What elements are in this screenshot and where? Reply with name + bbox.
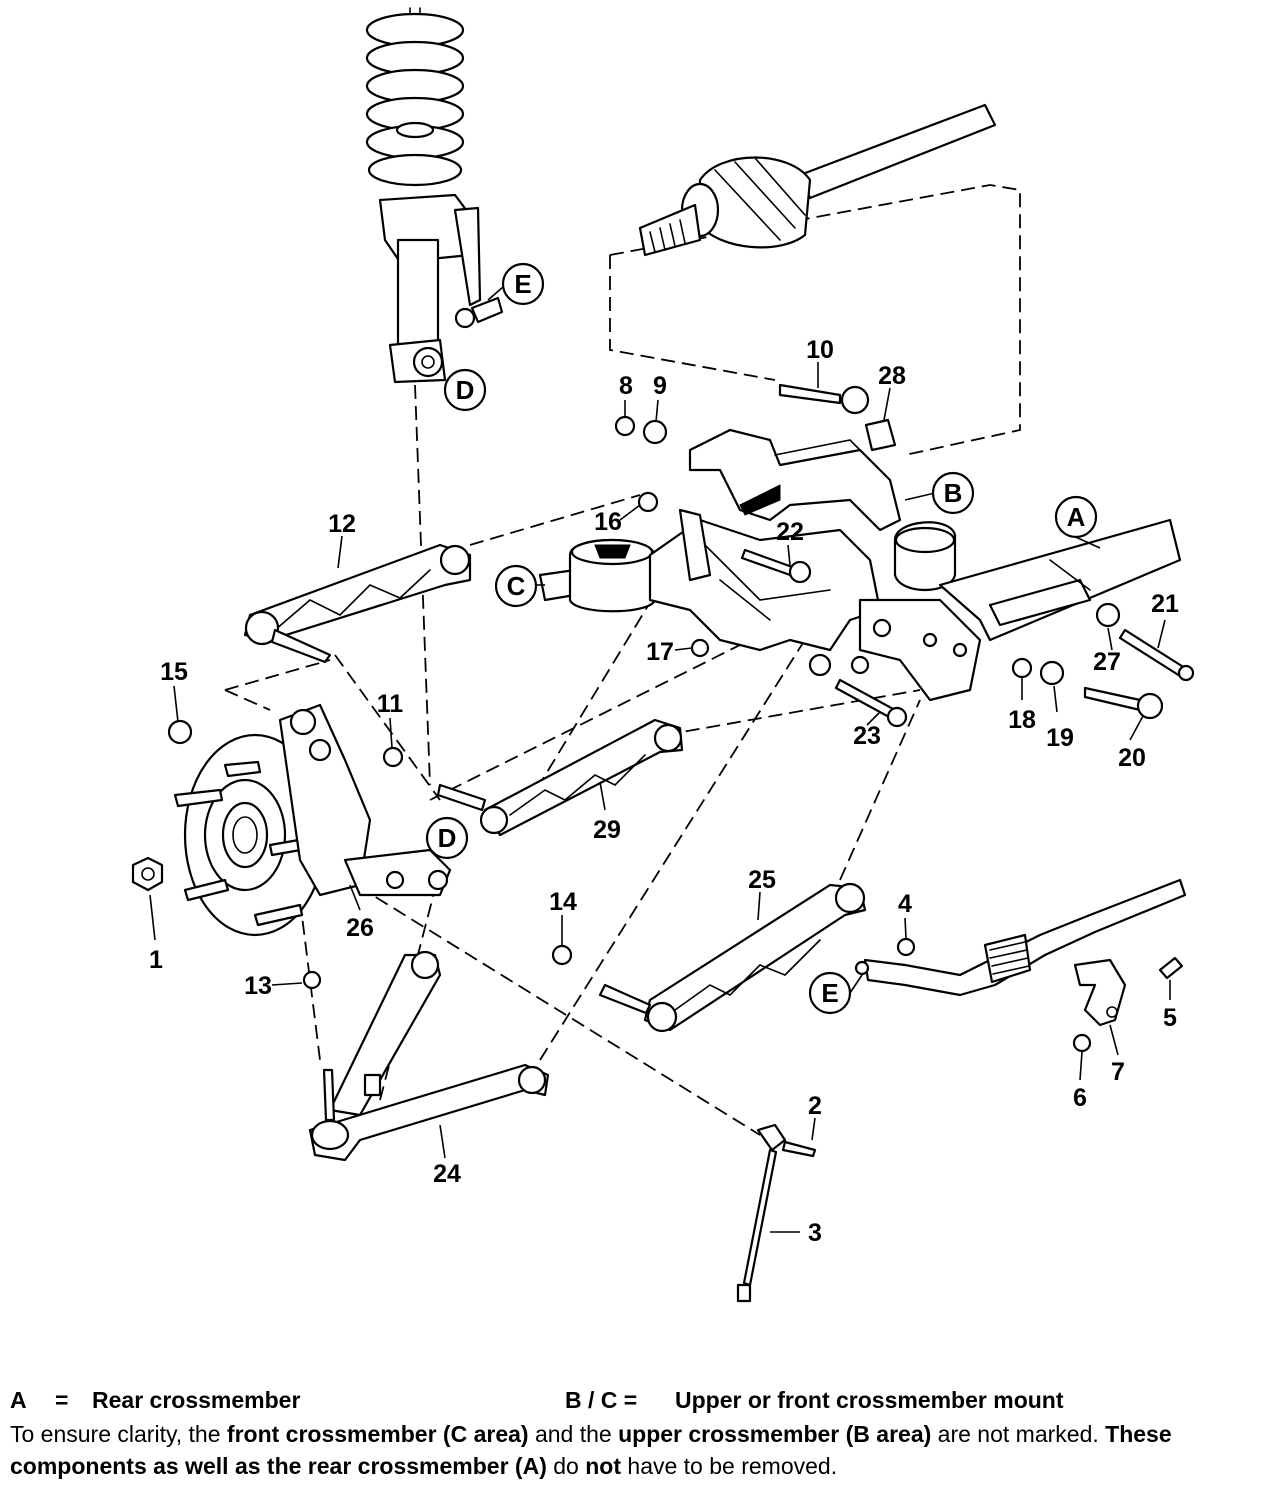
callout-12: 12 [328, 510, 356, 538]
rear-suspension-exploded-diagram: A B C D D E E 1 2 3 4 5 6 7 8 9 10 11 12… [131, 7, 1195, 1303]
legend-bc-key: B / C = [565, 1387, 638, 1413]
wheel-hub-carrier [173, 703, 452, 937]
legend-note: To ensure clarity, the front crossmember… [10, 1418, 1260, 1482]
marker-A: A [1067, 502, 1086, 532]
sensor-3 [736, 1123, 817, 1303]
control-arm-25 [598, 882, 867, 1033]
coil-spring [365, 12, 465, 187]
callout-15: 15 [160, 658, 188, 686]
letter-markers: A B C D D E E [425, 262, 1098, 1015]
note-part-3: are not marked. [931, 1421, 1106, 1447]
callout-29: 29 [593, 816, 621, 844]
callout-2: 2 [808, 1092, 822, 1120]
callout-18: 18 [1008, 706, 1036, 734]
callout-25: 25 [748, 866, 776, 894]
marker-C: C [507, 571, 526, 601]
callout-17: 17 [646, 638, 674, 666]
front-crossmember-mount [538, 538, 657, 613]
note-bold-1: front crossmember (C area) [226, 1421, 529, 1447]
note-part-1: To ensure clarity, the [10, 1421, 227, 1447]
note-part-5: have to be removed. [621, 1453, 838, 1479]
callout-24: 24 [433, 1160, 461, 1188]
callout-6: 6 [1073, 1084, 1087, 1112]
callout-10: 10 [806, 336, 834, 364]
note-bold-2: upper crossmember (B area) [618, 1421, 932, 1447]
callout-1: 1 [149, 946, 163, 974]
note-part-2: and the [528, 1421, 619, 1447]
wishbone-24 [308, 950, 550, 1162]
callout-21: 21 [1151, 590, 1179, 618]
callout-26: 26 [346, 914, 374, 942]
marker-D-mid: D [438, 823, 457, 853]
subframe [648, 508, 982, 702]
legend-a-text: Rear crossmember [92, 1387, 301, 1413]
callout-14: 14 [549, 888, 577, 916]
callout-20: 20 [1118, 744, 1146, 772]
rear-crossmember [938, 518, 1182, 642]
callout-4: 4 [898, 890, 912, 918]
spring-strut-assembly [365, 7, 504, 384]
leader-lines [149, 286, 1171, 1233]
callout-7: 7 [1111, 1058, 1125, 1086]
note-part-4: do [546, 1453, 586, 1479]
callout-13: 13 [244, 972, 272, 1000]
legend-a-equals: = [55, 1387, 69, 1413]
legend-bc-text: Upper or front crossmember mount [675, 1387, 1064, 1413]
callout-3: 3 [808, 1219, 822, 1247]
callout-5: 5 [1163, 1004, 1177, 1032]
legend: A = Rear crossmember B / C = Upper or fr… [10, 1384, 1260, 1482]
callout-16: 16 [594, 508, 622, 536]
hardware [131, 383, 1195, 1053]
callout-11: 11 [377, 690, 404, 718]
legend-a-key: A [10, 1387, 27, 1413]
control-arm-12 [243, 543, 472, 664]
callout-19: 19 [1046, 724, 1074, 752]
control-arm-29 [436, 718, 684, 837]
callout-28: 28 [878, 362, 906, 390]
note-bold-4: not [585, 1453, 622, 1479]
stabilizer-bar [854, 878, 1187, 997]
note-bold-3: These components as well as the rear cro… [10, 1421, 1172, 1479]
part-callouts: 1 2 3 4 5 6 7 8 9 10 11 12 13 14 15 16 1… [149, 336, 1179, 1247]
callout-22: 22 [776, 518, 804, 546]
callout-23: 23 [853, 722, 881, 750]
marker-B: B [944, 478, 963, 508]
stabilizer-mount-7 [1073, 958, 1127, 1027]
marker-E-bottom: E [821, 978, 838, 1008]
callout-9: 9 [653, 372, 667, 400]
callout-8: 8 [619, 372, 633, 400]
marker-E-top: E [514, 269, 531, 299]
drive-shaft [638, 103, 997, 257]
callout-27: 27 [1093, 648, 1121, 676]
marker-D-top: D [456, 375, 475, 405]
upper-crossmember [688, 428, 957, 592]
legend-key-row: A = Rear crossmember B / C = Upper or fr… [10, 1384, 1260, 1418]
